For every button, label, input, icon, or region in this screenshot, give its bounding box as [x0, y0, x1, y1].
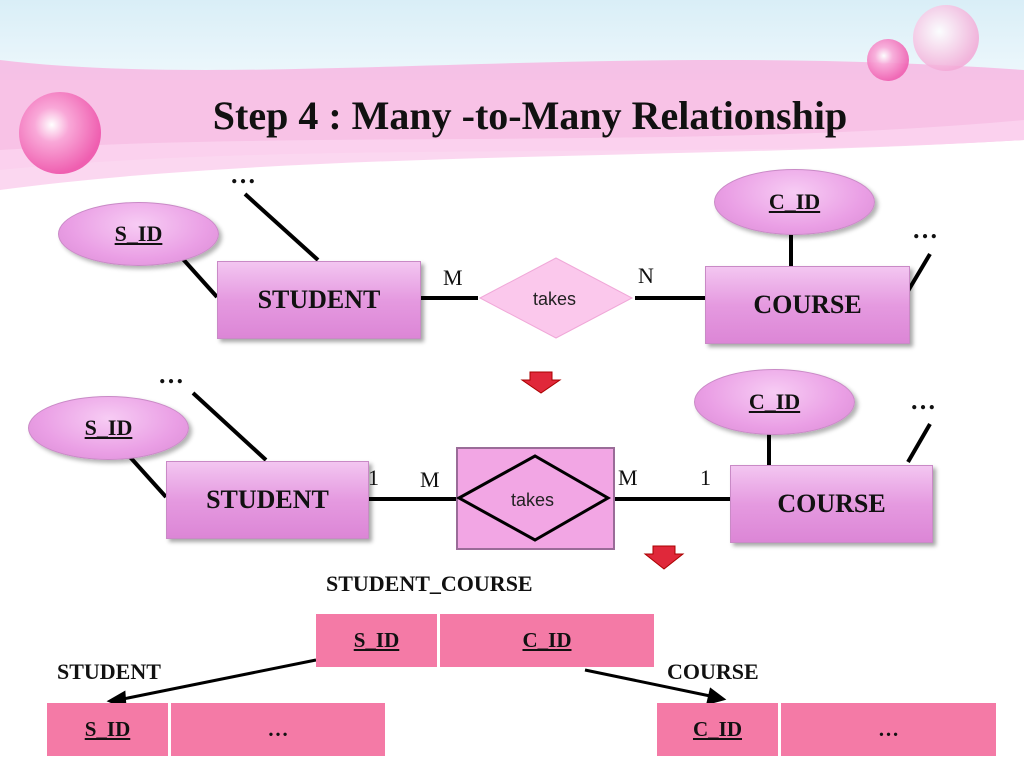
table-cell-sc-c-id: C_ID: [440, 614, 654, 667]
student-entity-top: STUDENT: [217, 261, 421, 339]
course-entity-mid: COURSE: [730, 465, 933, 543]
fk-arrow-course-head: [705, 687, 727, 706]
ellipsis-student-mid: …: [158, 360, 185, 389]
c-id-attribute-top: C_ID: [714, 169, 875, 235]
ellipsis-student-top: …: [230, 160, 257, 189]
s-id-attribute-top: S_ID: [58, 202, 219, 266]
bubble-small: [867, 39, 909, 81]
line-sid-student-mid: [128, 455, 168, 499]
line-ellipsis-course-mid: [906, 422, 932, 464]
associative-entity-box: [456, 447, 615, 550]
cardinality-n-top: N: [638, 263, 654, 288]
slide-title: Step 4 : Many -to-Many Relationship: [212, 93, 848, 138]
table-cell-sc-s-id: S_ID: [316, 614, 437, 667]
table-cell-student-more: …: [171, 703, 385, 756]
fk-arrow-student-line: [117, 658, 317, 702]
down-arrow-icon-2: [643, 545, 685, 570]
table-name-student: STUDENT: [57, 659, 161, 684]
ellipsis-course-mid: …: [910, 386, 937, 415]
light-wave-band: [0, 120, 1024, 190]
relationship-diamond-mid: [456, 454, 612, 542]
line-ellipsis-student-mid: [191, 391, 268, 462]
table-cell-course-c-id: C_ID: [657, 703, 778, 756]
table-name-course: COURSE: [667, 659, 759, 684]
s-id-attribute-mid: S_ID: [28, 396, 189, 460]
cardinality-m-top: M: [443, 265, 463, 290]
ellipsis-course-top: …: [912, 215, 939, 244]
bubble-large: [19, 92, 101, 174]
cardinality-1-course-mid: 1: [700, 465, 711, 490]
cardinality-1-student-mid: 1: [368, 465, 379, 490]
student-entity-mid: STUDENT: [166, 461, 369, 539]
relationship-label-top: takes: [533, 289, 577, 309]
course-entity-top: COURSE: [705, 266, 910, 344]
down-arrow-icon-1: [520, 371, 562, 394]
table-cell-course-more: …: [781, 703, 996, 756]
cardinality-m-student-mid: M: [420, 467, 440, 492]
relationship-label-mid: takes: [511, 490, 555, 510]
c-id-attribute-mid: C_ID: [694, 369, 855, 435]
cardinality-m-course-mid: M: [618, 465, 638, 490]
relationship-diamond-top: [478, 257, 634, 339]
table-name-student-course: STUDENT_COURSE: [326, 571, 533, 596]
fk-arrow-course-line: [584, 668, 716, 699]
line-ellipsis-student-top: [243, 192, 320, 262]
line-sid-student-top: [180, 256, 219, 299]
line-ellipsis-course-top: [906, 252, 932, 293]
bubble-top-right: [913, 5, 979, 71]
table-cell-student-s-id: S_ID: [47, 703, 168, 756]
